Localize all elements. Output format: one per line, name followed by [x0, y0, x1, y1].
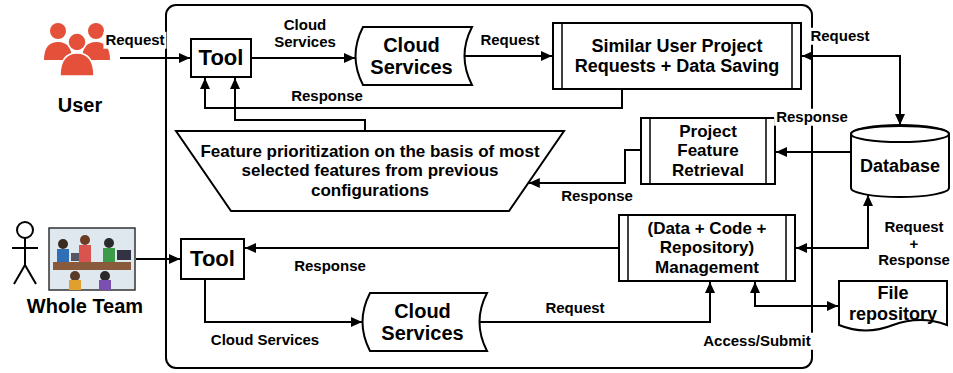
edge-label: Response: [289, 88, 365, 105]
edge-label: Request: [478, 32, 541, 49]
node-text: Whole Team: [27, 295, 143, 317]
edge-label: Response: [774, 109, 850, 126]
text-holder: File repository: [838, 280, 948, 337]
text-holder: Whole Team: [5, 210, 165, 319]
tool-box: Tool: [180, 238, 245, 280]
node-text: Cloud Services: [366, 34, 457, 79]
text-holder: Tool: [180, 238, 245, 280]
text-holder: Cloud Services: [348, 26, 473, 86]
database-cylinder: Database: [850, 125, 950, 197]
cloud-services: Cloud Services: [355, 292, 488, 352]
node-text: Cloud Services: [373, 300, 472, 345]
process-box: Project Feature Retrieval: [640, 117, 776, 185]
edge-label: Response: [559, 188, 635, 205]
connector-arrow: [465, 55, 552, 57]
process-box: Similar User Project Requests + Data Sav…: [552, 22, 802, 90]
tool-box: Tool: [190, 38, 252, 78]
text-holder: Similar User Project Requests + Data Sav…: [552, 22, 802, 90]
node-text: Database: [860, 156, 940, 176]
node-text: Project Feature Retrieval: [655, 122, 761, 179]
connector-arrow: [120, 57, 190, 59]
boundary-frame: [166, 5, 812, 368]
text-holder: Tool: [190, 38, 252, 78]
text-holder: Database: [850, 125, 950, 197]
node-text: (Data + Code + Repository) Management: [633, 219, 781, 276]
connector-arrow: [245, 247, 618, 249]
prioritization-trapezoid: Feature prioritization on the basis of m…: [175, 130, 565, 212]
node-text: Feature prioritization on the basis of m…: [193, 142, 548, 199]
connector-arrow: [796, 195, 868, 248]
connector-arrow: [235, 78, 365, 130]
process-box: (Data + Code + Repository) Management: [618, 214, 796, 282]
file-document: File repository: [838, 280, 948, 337]
text-holder: Project Feature Retrieval: [640, 117, 776, 185]
edge-label: Response: [292, 258, 368, 275]
edge-label: Request: [103, 32, 166, 49]
node-text: Tool: [199, 46, 244, 71]
edge-label: Request: [543, 300, 606, 317]
connector-arrow: [205, 280, 362, 322]
node-text: File repository: [844, 283, 942, 323]
connector-arrow: [755, 282, 838, 306]
edge-label: Cloud Services: [263, 17, 347, 50]
connector-arrow: [136, 258, 180, 260]
edge-label: Request + Response: [876, 219, 952, 269]
node-text: User: [58, 94, 102, 116]
edge-label: Access/Submit: [701, 333, 813, 350]
text-holder: (Data + Code + Repository) Management: [618, 214, 796, 282]
connector-arrow: [252, 57, 355, 59]
text-holder: Feature prioritization on the basis of m…: [175, 130, 565, 212]
edge-label: Cloud Services: [209, 332, 321, 349]
cloud-services: Cloud Services: [348, 26, 473, 86]
text-holder: Cloud Services: [355, 292, 488, 352]
node-text: Similar User Project Requests + Data Sav…: [567, 36, 787, 76]
node-text: Tool: [190, 247, 235, 272]
edge-label: Request: [808, 28, 871, 45]
connector-arrow: [776, 151, 850, 153]
team-actor: Whole Team: [5, 210, 165, 319]
connector-arrow: [480, 282, 710, 322]
